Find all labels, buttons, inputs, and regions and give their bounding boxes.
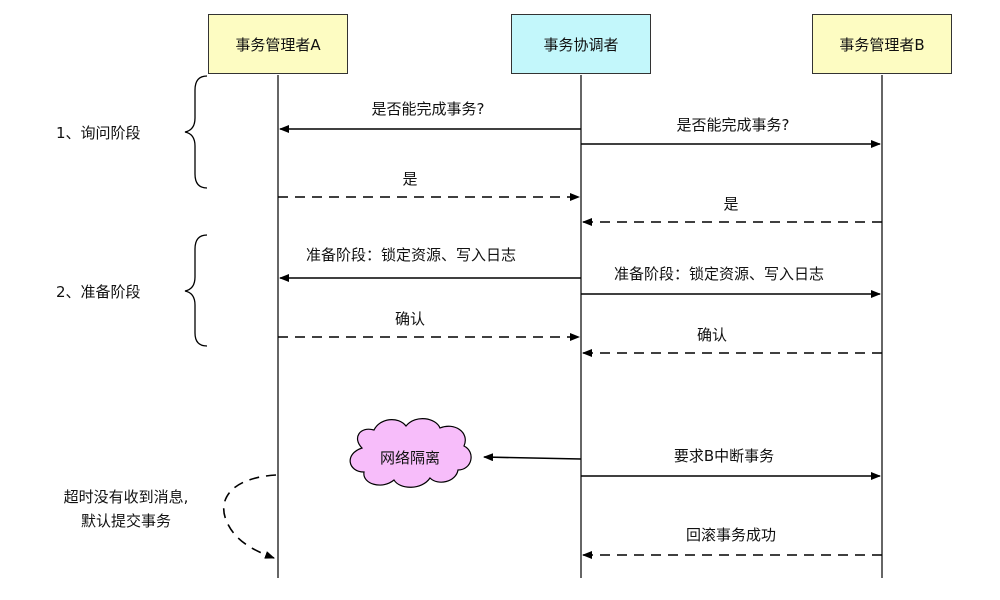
timeout-note: 超时没有收到消息, 默认提交事务 xyxy=(36,485,216,533)
arrow-partition xyxy=(483,453,582,462)
participant-a-label: 事务管理者A xyxy=(235,35,321,54)
timeout-note-line2: 默认提交事务 xyxy=(80,512,171,530)
message-prepare-b: 准备阶段：锁定资源、写入日志 xyxy=(613,265,825,283)
phase-prepare-brace xyxy=(184,234,208,347)
participant-b-label: 事务管理者B xyxy=(839,35,925,54)
message-ack-b: 确认 xyxy=(696,326,728,344)
message-ask-a: 是否能完成事务? xyxy=(371,100,485,118)
timeout-curve-arrow xyxy=(222,474,277,559)
phase-prepare-label: 2、准备阶段 xyxy=(56,283,141,301)
message-yes-a: 是 xyxy=(402,170,418,188)
phase-inquiry-label: 1、询问阶段 xyxy=(56,124,141,142)
message-prepare-a: 准备阶段：锁定资源、写入日志 xyxy=(305,246,517,264)
message-rollback-ok: 回滚事务成功 xyxy=(685,526,777,544)
coordinator-box: 事务协调者 xyxy=(511,14,651,74)
participant-b-box: 事务管理者B xyxy=(812,14,952,74)
participant-a-box: 事务管理者A xyxy=(208,14,348,74)
phase-inquiry-brace xyxy=(184,75,208,189)
cloud-icon xyxy=(349,418,472,488)
message-ask-b: 是否能完成事务? xyxy=(676,116,790,134)
message-yes-b: 是 xyxy=(723,195,739,213)
message-abort-b: 要求B中断事务 xyxy=(673,447,775,465)
coordinator-label: 事务协调者 xyxy=(543,35,619,54)
timeout-note-line1: 超时没有收到消息, xyxy=(63,488,189,506)
message-ack-a: 确认 xyxy=(394,310,426,328)
partition-label: 网络隔离 xyxy=(379,449,441,467)
